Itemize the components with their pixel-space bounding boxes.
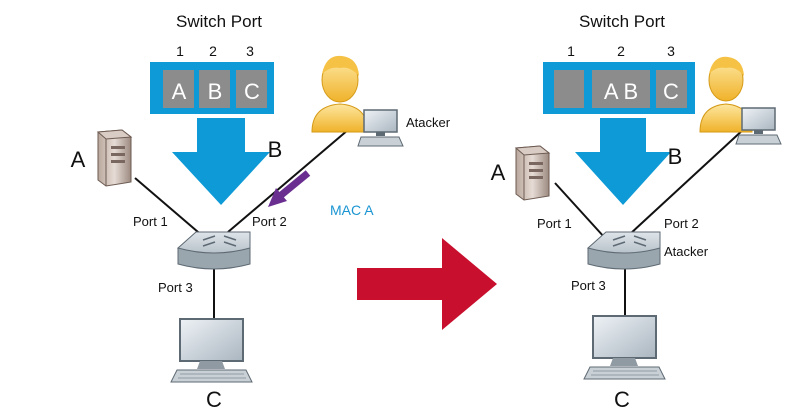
right-port-number-2: 2 [617,43,625,59]
left-forward-arrow [172,118,270,205]
right-table-cell-3-text: C [663,79,679,104]
right-port-number-1: 1 [567,43,575,59]
left-link-b [227,123,356,233]
right-host-c-label: C [614,387,630,412]
right-port-number-3: 3 [667,43,675,59]
transition-arrow [357,238,497,330]
right-server-icon [514,145,551,201]
left-host-c-label: C [206,387,222,412]
right-attacker-label: Atacker [664,244,709,259]
right-switch-icon [586,231,661,270]
left-port-number-1: 1 [176,43,184,59]
right-table-cell-3 [656,70,687,108]
left-table-cell-3 [236,70,267,108]
left-attacker-icon [311,55,369,133]
left-mac-spoof-arrow [268,170,311,207]
left-host-b-label: B [268,137,283,162]
left-host-a-label: A [71,147,86,172]
left-port3-label: Port 3 [158,280,193,295]
left-port-number-2: 2 [209,43,217,59]
right-port1-label: Port 1 [537,216,572,231]
left-pc-icon [170,318,253,383]
left-table-cell-2-text: B [208,79,223,104]
right-attacker-icon [699,56,753,133]
right-pc-icon [583,315,666,380]
right-host-a-label: A [491,160,506,185]
left-mac-label: MAC A [330,202,374,218]
right-forward-arrow [575,118,671,205]
left-table-cell-1 [163,70,194,108]
left-panel: Switch Port 1 2 3 A B C A [71,12,451,412]
right-attacker-pc-icon [735,107,782,145]
right-port2-label: Port 2 [664,216,699,231]
left-table-cell-2 [199,70,230,108]
left-attacker-pc-icon [357,109,404,147]
left-server-icon [96,129,133,187]
right-host-b-label: B [668,144,683,169]
right-title: Switch Port [579,12,665,31]
right-panel: Switch Port 1 2 3 A B C A [491,12,782,412]
left-port2-label: Port 2 [252,214,287,229]
left-port-number-3: 3 [246,43,254,59]
right-table-cell-2-text: A B [604,79,638,104]
right-table-cell-2 [592,70,650,108]
right-link-a [554,182,606,239]
right-table-cell-1 [554,70,584,108]
left-table-cell-1-text: A [172,79,187,104]
left-port1-label: Port 1 [133,214,168,229]
right-port3-label: Port 3 [571,278,606,293]
left-switch-icon [176,231,251,270]
left-table-cell-3-text: C [244,79,260,104]
right-link-b [629,127,746,235]
left-attacker-label: Atacker [406,115,451,130]
left-title: Switch Port [176,12,262,31]
left-link-a [134,177,206,239]
